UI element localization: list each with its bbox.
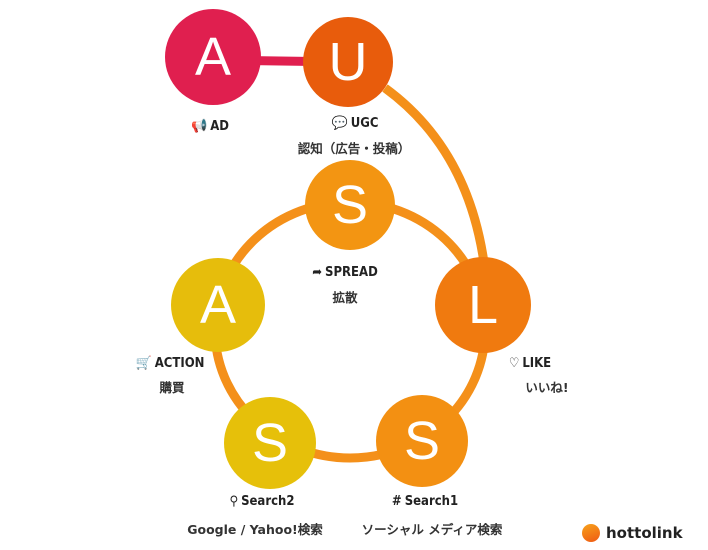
node-action xyxy=(171,258,265,352)
megaphone-icon: 📢 xyxy=(191,119,208,134)
sub-spread: 拡散 xyxy=(332,290,358,305)
hottolink-logo: hottolink xyxy=(582,524,683,542)
node-letter-search1: S xyxy=(404,411,440,471)
node-like xyxy=(435,257,531,353)
node-letter-like: L xyxy=(468,275,498,335)
label-ad: 📢AD xyxy=(191,119,229,134)
heart-icon: ♡ xyxy=(508,356,520,371)
sub-ugc: 認知（広告・投稿） xyxy=(297,141,411,156)
sub-search1: ソーシャル メディア検索 xyxy=(361,522,503,537)
sub-search2: Google / Yahoo!検索 xyxy=(187,522,323,537)
node-search1 xyxy=(376,395,468,487)
node-letter-action: A xyxy=(200,275,236,335)
sub-action: 購買 xyxy=(159,380,185,395)
node-ugc xyxy=(303,17,393,107)
label-spread: ➦SPREAD xyxy=(312,265,378,280)
label-like: ♡LIKE xyxy=(508,356,552,371)
node-letter-ad: A xyxy=(195,27,231,87)
node-letter-ugc: U xyxy=(329,32,368,92)
node-search2 xyxy=(224,397,316,489)
label-ugc: 💬UGC xyxy=(331,116,379,131)
speech-bubble-icon: 💬 xyxy=(331,116,348,131)
ugc-like-link xyxy=(382,84,490,271)
logo-mark-icon xyxy=(582,524,600,542)
sub-like: いいね! xyxy=(525,380,569,395)
share-arrow-icon: ➦ xyxy=(312,265,323,280)
label-search2: ⚲Search2 xyxy=(229,494,295,509)
node-letter-search2: S xyxy=(252,413,288,473)
cart-icon: 🛒 xyxy=(135,356,152,371)
node-spread xyxy=(305,160,395,250)
label-action: 🛒ACTION xyxy=(135,356,205,371)
node-letter-spread: S xyxy=(332,175,368,235)
search-icon: ⚲ xyxy=(229,494,239,509)
node-ad xyxy=(165,9,261,105)
label-search1: #Search1 xyxy=(391,494,459,509)
hashtag-icon: # xyxy=(391,494,402,509)
